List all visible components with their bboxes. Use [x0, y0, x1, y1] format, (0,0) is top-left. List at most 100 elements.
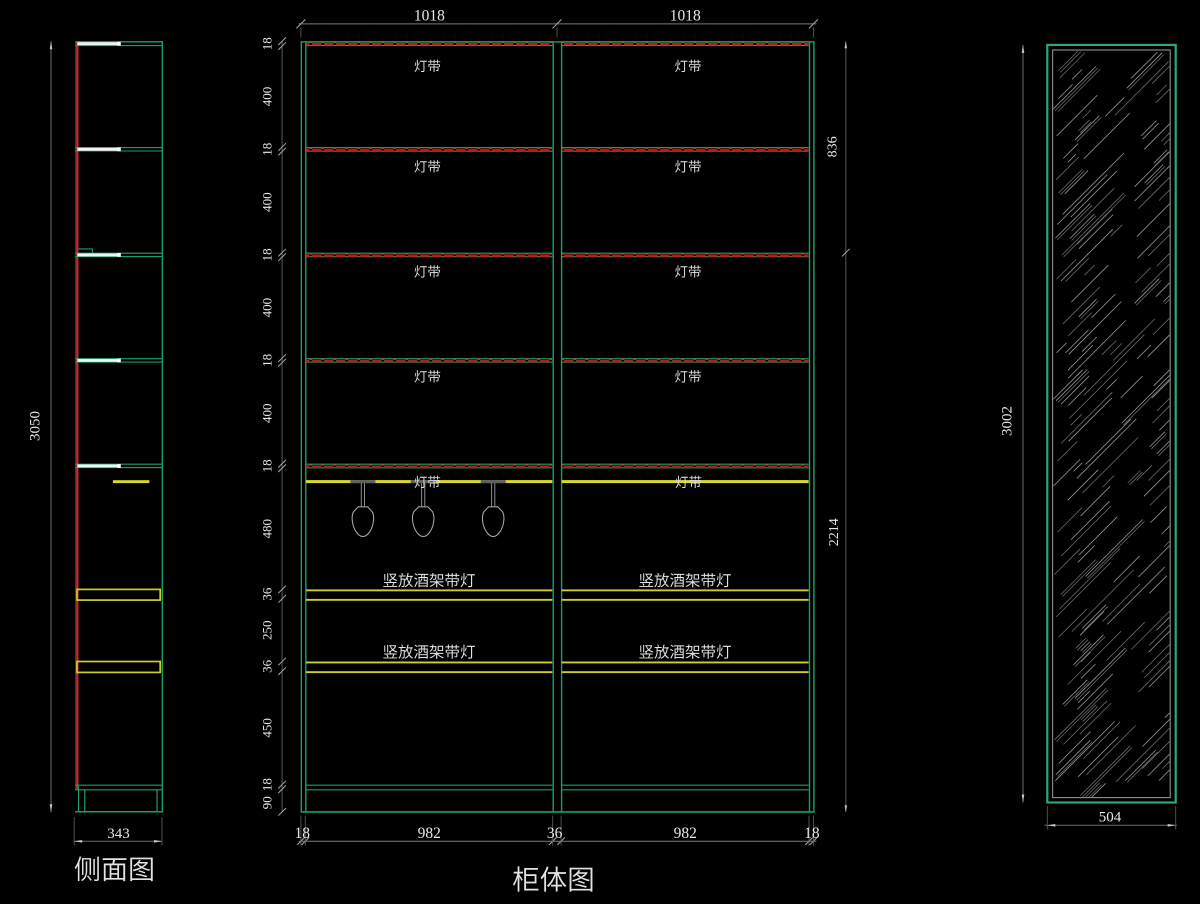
cab-top-dim-tick — [552, 19, 562, 29]
cab-left-dim-tick — [277, 358, 287, 367]
cab-left-dim-text-7: 400 — [260, 403, 275, 423]
light-strip-label-r1-left: 灯带 — [414, 55, 441, 75]
side-view-title: 侧面图 — [74, 848, 155, 887]
side-depth-dim-arrow-left — [74, 840, 83, 843]
cab-left-dim-tick — [277, 657, 287, 666]
cab-right-dim-arrow-bottom — [844, 805, 847, 813]
cab-shelf-4-hatch-left — [306, 359, 553, 363]
panel-hatch-light — [1054, 50, 1170, 797]
cab-left-dim-text-12: 36 — [260, 659, 275, 673]
side-wine-rack-1 — [76, 588, 162, 601]
side-depth-dim-text: 343 — [107, 826, 130, 842]
cab-shelf-1-hatchtick-right — [561, 41, 809, 43]
wine-rack-label-r2-left: 竖放酒架带灯 — [382, 640, 475, 662]
cab-top-dim-text-2: 1018 — [670, 7, 701, 24]
side-front-edge-red-core — [77, 41, 79, 790]
cab-left-dim-text-3: 400 — [260, 192, 275, 212]
cab-top-dim-text-1: 1018 — [414, 7, 445, 24]
wine-rack-label-r1-left: 竖放酒架带灯 — [382, 569, 475, 591]
cab-left-dim-text-15: 90 — [260, 796, 275, 809]
side-front-edge-red — [75, 41, 79, 790]
cab-shelf-1-hatchtick-left — [306, 41, 553, 43]
cab-left-dim-text-9: 480 — [260, 519, 275, 539]
cabinet-view-title: 柜体图 — [512, 858, 595, 898]
side-height-dim-arrow-bottom — [49, 804, 53, 813]
light-strip-label-r4-right: 灯带 — [675, 365, 702, 385]
side-shelf-5-light-end — [117, 464, 121, 468]
panel-view: 3002 504 — [1000, 43, 1177, 830]
cab-bottom-dim-text-3: 982 — [674, 825, 697, 842]
cab-shelf-5-hatch-left — [306, 465, 553, 468]
side-shelf-4-light-end — [117, 358, 121, 363]
cab-left-dim-text-10: 36 — [260, 587, 275, 601]
side-shelf-5-light-strip — [77, 464, 119, 468]
cab-rack2-line-bottom-left — [306, 671, 553, 674]
cabinet-view: 灯带 灯带 灯带 灯带 灯带 灯带 灯带 灯带 灯带 灯带 竖放酒架带灯 竖放酒… — [260, 7, 850, 898]
side-lamp-track — [112, 480, 150, 484]
light-strip-label-track-right: 灯带 — [675, 471, 702, 491]
cab-left-dim-tick — [277, 142, 287, 152]
glass-rack-clamp — [350, 480, 376, 484]
side-shelf-1-light-strip — [77, 42, 119, 46]
cab-shelf-2-hatch-left — [306, 148, 553, 152]
cab-left-dim-tick — [277, 667, 287, 676]
glass-rack-clamp — [410, 480, 436, 484]
cab-left-dim-text-4: 18 — [260, 248, 275, 261]
cab-lamp-track-right — [561, 480, 809, 484]
cab-shelf-4-hatch-right — [561, 359, 809, 363]
cab-left-dim-tick — [277, 459, 287, 468]
side-wine-rack-2 — [76, 660, 162, 674]
cab-left-dim-tick — [277, 585, 287, 594]
cab-left-dim-tick — [277, 41, 287, 51]
cab-left-dim-tick — [277, 37, 287, 46]
cab-left-dim-tick — [277, 248, 287, 257]
cab-left-dim-text-0: 18 — [260, 37, 275, 50]
panel-width-dim-arrow-right — [1167, 824, 1176, 827]
panel-height-dim-text: 3002 — [1000, 406, 1016, 436]
light-strip-label-r2-left: 灯带 — [414, 155, 441, 175]
cab-shelf-4-hatchtick-right — [561, 358, 809, 360]
panel-height-dim-arrow-bottom — [1021, 794, 1025, 803]
cab-shelf-3-hatchtick-left — [306, 252, 553, 255]
light-strip-label-r3-left: 灯带 — [414, 260, 441, 280]
cab-left-dim-tick — [277, 147, 287, 156]
cab-left-dim-tick — [277, 785, 287, 794]
cab-shelf-3-hatch-right — [561, 254, 809, 257]
cab-shelf-1-hatch-left — [306, 42, 553, 46]
cab-shelf-4-hatchtick-left — [306, 358, 553, 360]
light-strip-label-r2-right: 灯带 — [675, 155, 702, 175]
cab-left-dim-text-13: 450 — [260, 718, 275, 738]
cab-right-dim-text-0: 836 — [825, 136, 840, 157]
side-depth-dim-arrow-right — [154, 840, 162, 843]
cab-left-dim-text-11: 250 — [260, 620, 275, 640]
glass-rack-clamp — [480, 480, 506, 484]
side-shelf-3-light-strip — [77, 253, 119, 257]
cab-shelf-2-hatchtick-left — [306, 147, 553, 149]
side-height-dim-arrow-top — [49, 41, 53, 50]
cab-left-dim-tick — [277, 780, 287, 789]
cab-rack2-line-bottom-right — [561, 671, 809, 674]
cab-bottom-dim-text-4: 18 — [804, 825, 820, 842]
panel-height-dim-arrow-top — [1021, 44, 1025, 53]
cab-shelf-2-hatchtick-right — [561, 147, 809, 149]
cab-right-dim-text-1: 2214 — [827, 518, 842, 546]
cab-left-dim-text-14: 18 — [260, 778, 275, 791]
hanging-wine-glass — [481, 506, 505, 538]
cab-bottom-dim-text-1: 982 — [418, 825, 441, 842]
cab-shelf-5-hatch-right — [561, 465, 809, 468]
cab-rack1-line-bottom-right — [561, 598, 809, 601]
cab-left-dim-text-2: 18 — [260, 143, 275, 156]
side-shelf-2-light-strip — [77, 147, 119, 151]
panel-width-dim-text: 504 — [1099, 810, 1122, 826]
cab-left-dim-text-1: 400 — [260, 87, 275, 107]
cab-rack2-line-top-right — [561, 661, 809, 664]
panel-width-dim-arrow-left — [1047, 824, 1056, 827]
cab-right-dim-arrow-top — [844, 41, 847, 49]
cab-shelf-1-hatch-right — [561, 42, 809, 46]
cab-left-dim-tick — [277, 807, 287, 817]
side-view: 3050 343 侧面图 — [28, 41, 164, 887]
cab-top-dim-tick — [808, 19, 819, 29]
cab-bottom-dim-text-0: 18 — [294, 825, 310, 842]
cab-shelf-5-hatchtick-left — [306, 463, 553, 466]
